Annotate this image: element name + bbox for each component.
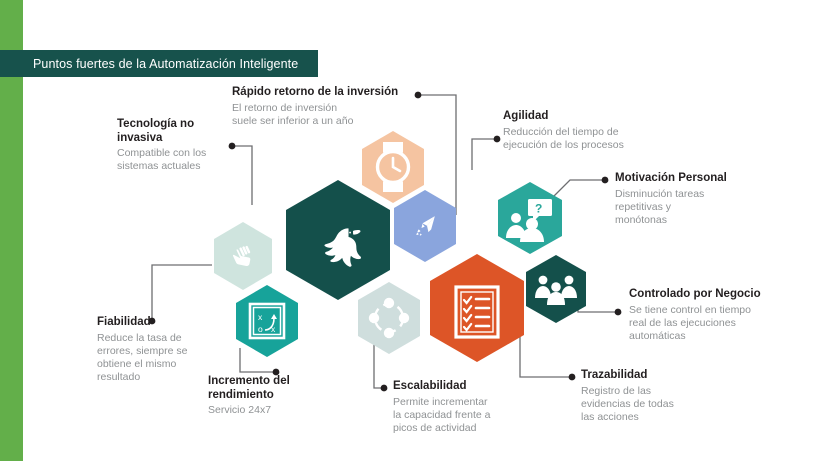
connector-incremento — [239, 348, 276, 373]
svg-text:x: x — [271, 324, 276, 334]
callout-title: Tecnología no invasiva — [117, 118, 195, 144]
hex-checklist — [430, 254, 524, 362]
network-nodes-icon — [368, 297, 410, 339]
svg-text:o: o — [258, 324, 263, 334]
group-people-icon — [535, 275, 577, 305]
callout-title: Fiabilidad — [97, 316, 151, 328]
hummingbird-icon — [324, 228, 361, 267]
dot-incremento — [272, 368, 280, 376]
dot-agilidad — [493, 135, 501, 143]
callout-desc: Disminución tareas repetitivas y monóton… — [615, 187, 705, 226]
callout-desc: Compatible con los sistemas actuales — [117, 147, 207, 172]
callout-title: Trazabilidad — [581, 369, 648, 381]
hex-hand — [214, 222, 272, 290]
dot-rapido-retorno — [414, 91, 422, 99]
callout-agilidad[interactable]: Agilidad Reducción del tiempo de ejecuci… — [503, 110, 653, 152]
callout-trazabilidad[interactable]: Trazabilidad Registro de las evidencias … — [581, 369, 721, 424]
checklist-icon — [454, 285, 500, 339]
callout-desc: Permite incrementar la capacidad frente … — [393, 395, 491, 434]
hex-group-people — [526, 255, 586, 323]
connector-trazabilidad — [519, 330, 572, 378]
people-question-icon: ? — [506, 199, 552, 242]
watch-clock-icon — [375, 142, 411, 192]
dot-motivacion — [601, 176, 609, 184]
connector-tecnologia — [232, 145, 253, 205]
callout-desc: El retorno de inversión suele ser inferi… — [232, 101, 354, 127]
callout-desc: Reducción del tiempo de ejecución de los… — [503, 125, 624, 151]
dot-fiabilidad — [148, 317, 156, 325]
callout-title: Agilidad — [503, 110, 549, 122]
svg-text:?: ? — [535, 202, 542, 216]
callout-desc: Reduce la tasa de errores, siempre se ob… — [97, 331, 188, 383]
callout-title: Rápido retorno de la inversión — [232, 86, 399, 98]
dot-controlado — [614, 308, 622, 316]
strategy-playbook-icon: x o x — [248, 302, 286, 340]
callout-escalabilidad[interactable]: Escalabilidad Permite incrementar la cap… — [393, 380, 543, 435]
callout-desc: Se tiene control en tiempo real de las e… — [629, 303, 751, 342]
callout-rapido-retorno[interactable]: Rápido retorno de la inversión El retorn… — [232, 86, 422, 128]
hex-center-hummingbird — [286, 180, 390, 300]
hex-watch — [362, 131, 424, 203]
callout-tecnologia-no-invasiva[interactable]: Tecnología no invasiva Compatible con lo… — [117, 118, 232, 173]
callout-fiabilidad[interactable]: Fiabilidad Reduce la tasa de errores, si… — [97, 316, 227, 384]
hex-paper-plane — [394, 190, 456, 262]
callout-incremento-del-rendimiento[interactable]: Incremento del rendimiento Servicio 24x7 — [208, 375, 338, 417]
callout-title: Incremento del rendimiento — [208, 375, 290, 401]
dot-trazabilidad — [568, 373, 576, 381]
left-accent-bar — [0, 0, 23, 461]
callout-title: Controlado por Negocio — [629, 288, 761, 300]
hex-network-nodes — [358, 282, 420, 354]
dot-escalabilidad — [380, 384, 388, 392]
page-title: Puntos fuertes de la Automatización Inte… — [33, 56, 299, 71]
connector-fiabilidad — [151, 264, 212, 321]
slide-title-banner: Puntos fuertes de la Automatización Inte… — [0, 50, 318, 77]
callout-title: Escalabilidad — [393, 380, 467, 392]
hex-strategy: x o x — [236, 285, 298, 357]
callout-motivacion-personal[interactable]: Motivación Personal Disminución tareas r… — [615, 172, 755, 227]
callout-controlado-por-negocio[interactable]: Controlado por Negocio Se tiene control … — [629, 288, 799, 343]
callout-title: Motivación Personal — [615, 172, 727, 184]
hand-fingers-icon — [232, 245, 251, 267]
connector-rapido-retorno — [418, 94, 457, 215]
paper-plane-icon — [416, 216, 435, 236]
connector-agilidad — [471, 138, 497, 170]
connector-dots — [148, 91, 622, 392]
dot-tecnologia — [228, 142, 236, 150]
svg-text:x: x — [258, 312, 263, 322]
connector-motivacion — [547, 179, 605, 203]
callout-desc: Servicio 24x7 — [208, 404, 272, 416]
hex-people-question: ? — [498, 182, 562, 254]
callout-desc: Registro de las evidencias de todas las … — [581, 384, 674, 423]
